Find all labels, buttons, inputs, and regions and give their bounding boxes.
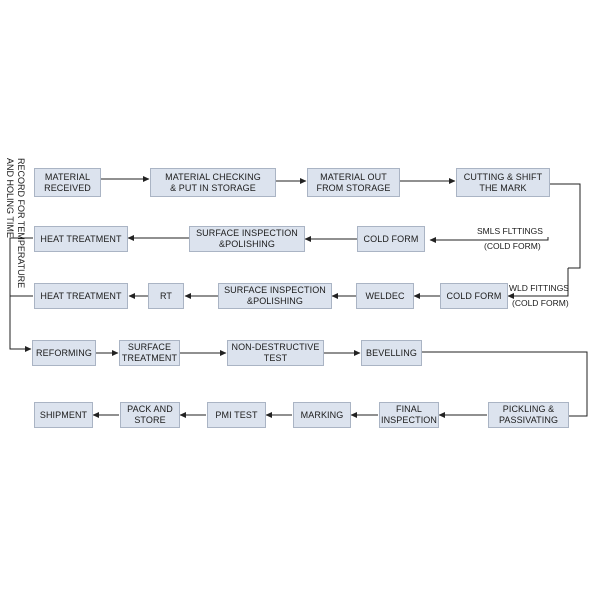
label-smls-fittings: SMLS FLTTINGS	[477, 226, 543, 236]
node-material-out: MATERIAL OUT FROM STORAGE	[307, 168, 400, 197]
node-non-destructive-test: NON-DESTRUCTIVE TEST	[227, 340, 324, 366]
node-heat-treatment-2: HEAT TREATMENT	[34, 283, 128, 309]
connector-smls-branch	[429, 237, 549, 243]
node-reforming: REFORMING	[32, 340, 96, 366]
node-pickling-passivating: PICKLING & PASSIVATING	[488, 402, 569, 428]
label-wld-fittings: WLD FITTINGS	[509, 283, 569, 293]
node-cold-form-1: COLD FORM	[357, 226, 425, 252]
node-pack-store: PACK AND STORE	[120, 402, 180, 428]
node-marking: MARKING	[293, 402, 351, 428]
node-shipment: SHIPMENT	[34, 402, 93, 428]
connector-heat-to-reforming	[9, 237, 33, 352]
node-weldec: WELDEC	[356, 283, 414, 309]
connector-wld-branch	[507, 268, 569, 299]
side-note-record-temperature: RECORD FOR TEMPERATURE AND HOLING TIME	[2, 158, 26, 298]
node-surface-inspection-1: SURFACE INSPECTION &POLISHING	[189, 226, 305, 252]
label-smls-cold-form: (COLD FORM)	[484, 241, 541, 251]
connector-cutting-down	[550, 183, 581, 269]
label-wld-cold-form: (COLD FORM)	[512, 298, 569, 308]
node-surface-inspection-2: SURFACE INSPECTION &POLISHING	[218, 283, 332, 309]
node-final-inspection: FINAL INSPECTION	[379, 402, 439, 428]
node-cold-form-2: COLD FORM	[440, 283, 508, 309]
node-rt: RT	[148, 283, 184, 309]
node-cutting-shift: CUTTING & SHIFT THE MARK	[456, 168, 550, 197]
side-note-text: RECORD FOR TEMPERATURE AND HOLING TIME	[5, 158, 26, 289]
node-bevelling: BEVELLING	[361, 340, 422, 366]
connector-bevelling-to-pickling	[422, 351, 588, 417]
node-heat-treatment-1: HEAT TREATMENT	[34, 226, 128, 252]
node-material-checking: MATERIAL CHECKING & PUT IN STORAGE	[150, 168, 276, 197]
node-material-received: MATERIAL RECEIVED	[34, 168, 101, 197]
node-surface-treatment: SURFACE TREATMENT	[119, 340, 180, 366]
node-pmi-test: PMI TEST	[207, 402, 266, 428]
